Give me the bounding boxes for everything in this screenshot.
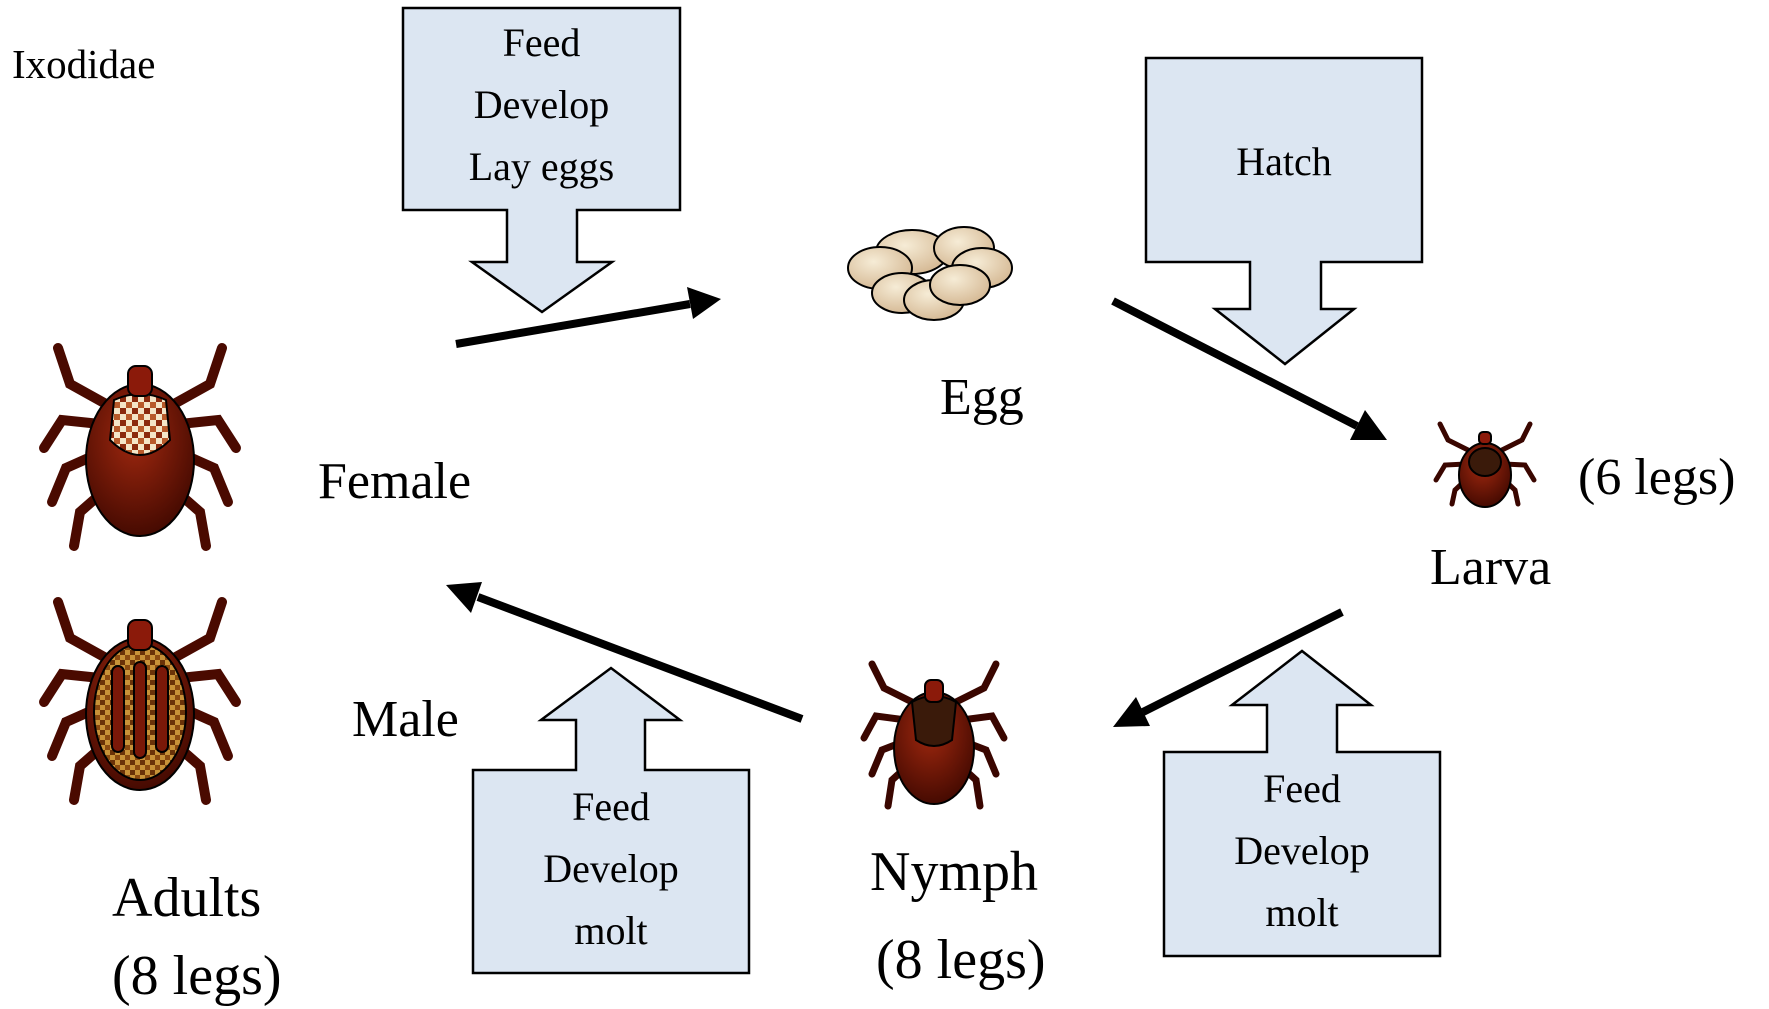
cycle-arrow-adult-to-egg	[456, 287, 721, 344]
box-line: Develop	[473, 838, 749, 900]
egg-label: Egg	[940, 372, 1024, 424]
female-label: Female	[318, 456, 471, 508]
nymph-legs-label: (8 legs)	[876, 932, 1046, 988]
box-line: Develop	[403, 74, 680, 136]
egg-cluster-illustration	[848, 227, 1012, 320]
box-line: Lay eggs	[403, 136, 680, 198]
box-line: Hatch	[1146, 131, 1422, 193]
box-line: Feed	[473, 776, 749, 838]
process-box-egg-to-larva	[1146, 58, 1422, 364]
larva-tick-illustration	[1436, 424, 1534, 507]
family-label: Ixodidae	[12, 44, 155, 85]
box-line: Feed	[403, 12, 680, 74]
adult-female-tick-illustration	[44, 348, 236, 546]
male-label: Male	[352, 694, 459, 746]
adults-legs-label: (8 legs)	[112, 948, 282, 1004]
box-line: molt	[473, 900, 749, 962]
box-nymph-to-adult-text: Feed Develop molt	[473, 776, 749, 962]
box-line: Develop	[1164, 820, 1440, 882]
box-larva-to-nymph-text: Feed Develop molt	[1164, 758, 1440, 944]
larva-label: Larva	[1430, 542, 1551, 594]
adults-label: Adults	[112, 870, 261, 926]
nymph-tick-illustration	[864, 664, 1004, 806]
adult-male-tick-illustration	[44, 602, 236, 800]
nymph-label: Nymph	[870, 844, 1038, 900]
box-egg-to-larva-text: Hatch	[1146, 131, 1422, 193]
box-adult-to-egg-text: Feed Develop Lay eggs	[403, 12, 680, 198]
box-line: Feed	[1164, 758, 1440, 820]
box-line: molt	[1164, 882, 1440, 944]
larva-legs-label: (6 legs)	[1578, 452, 1735, 504]
